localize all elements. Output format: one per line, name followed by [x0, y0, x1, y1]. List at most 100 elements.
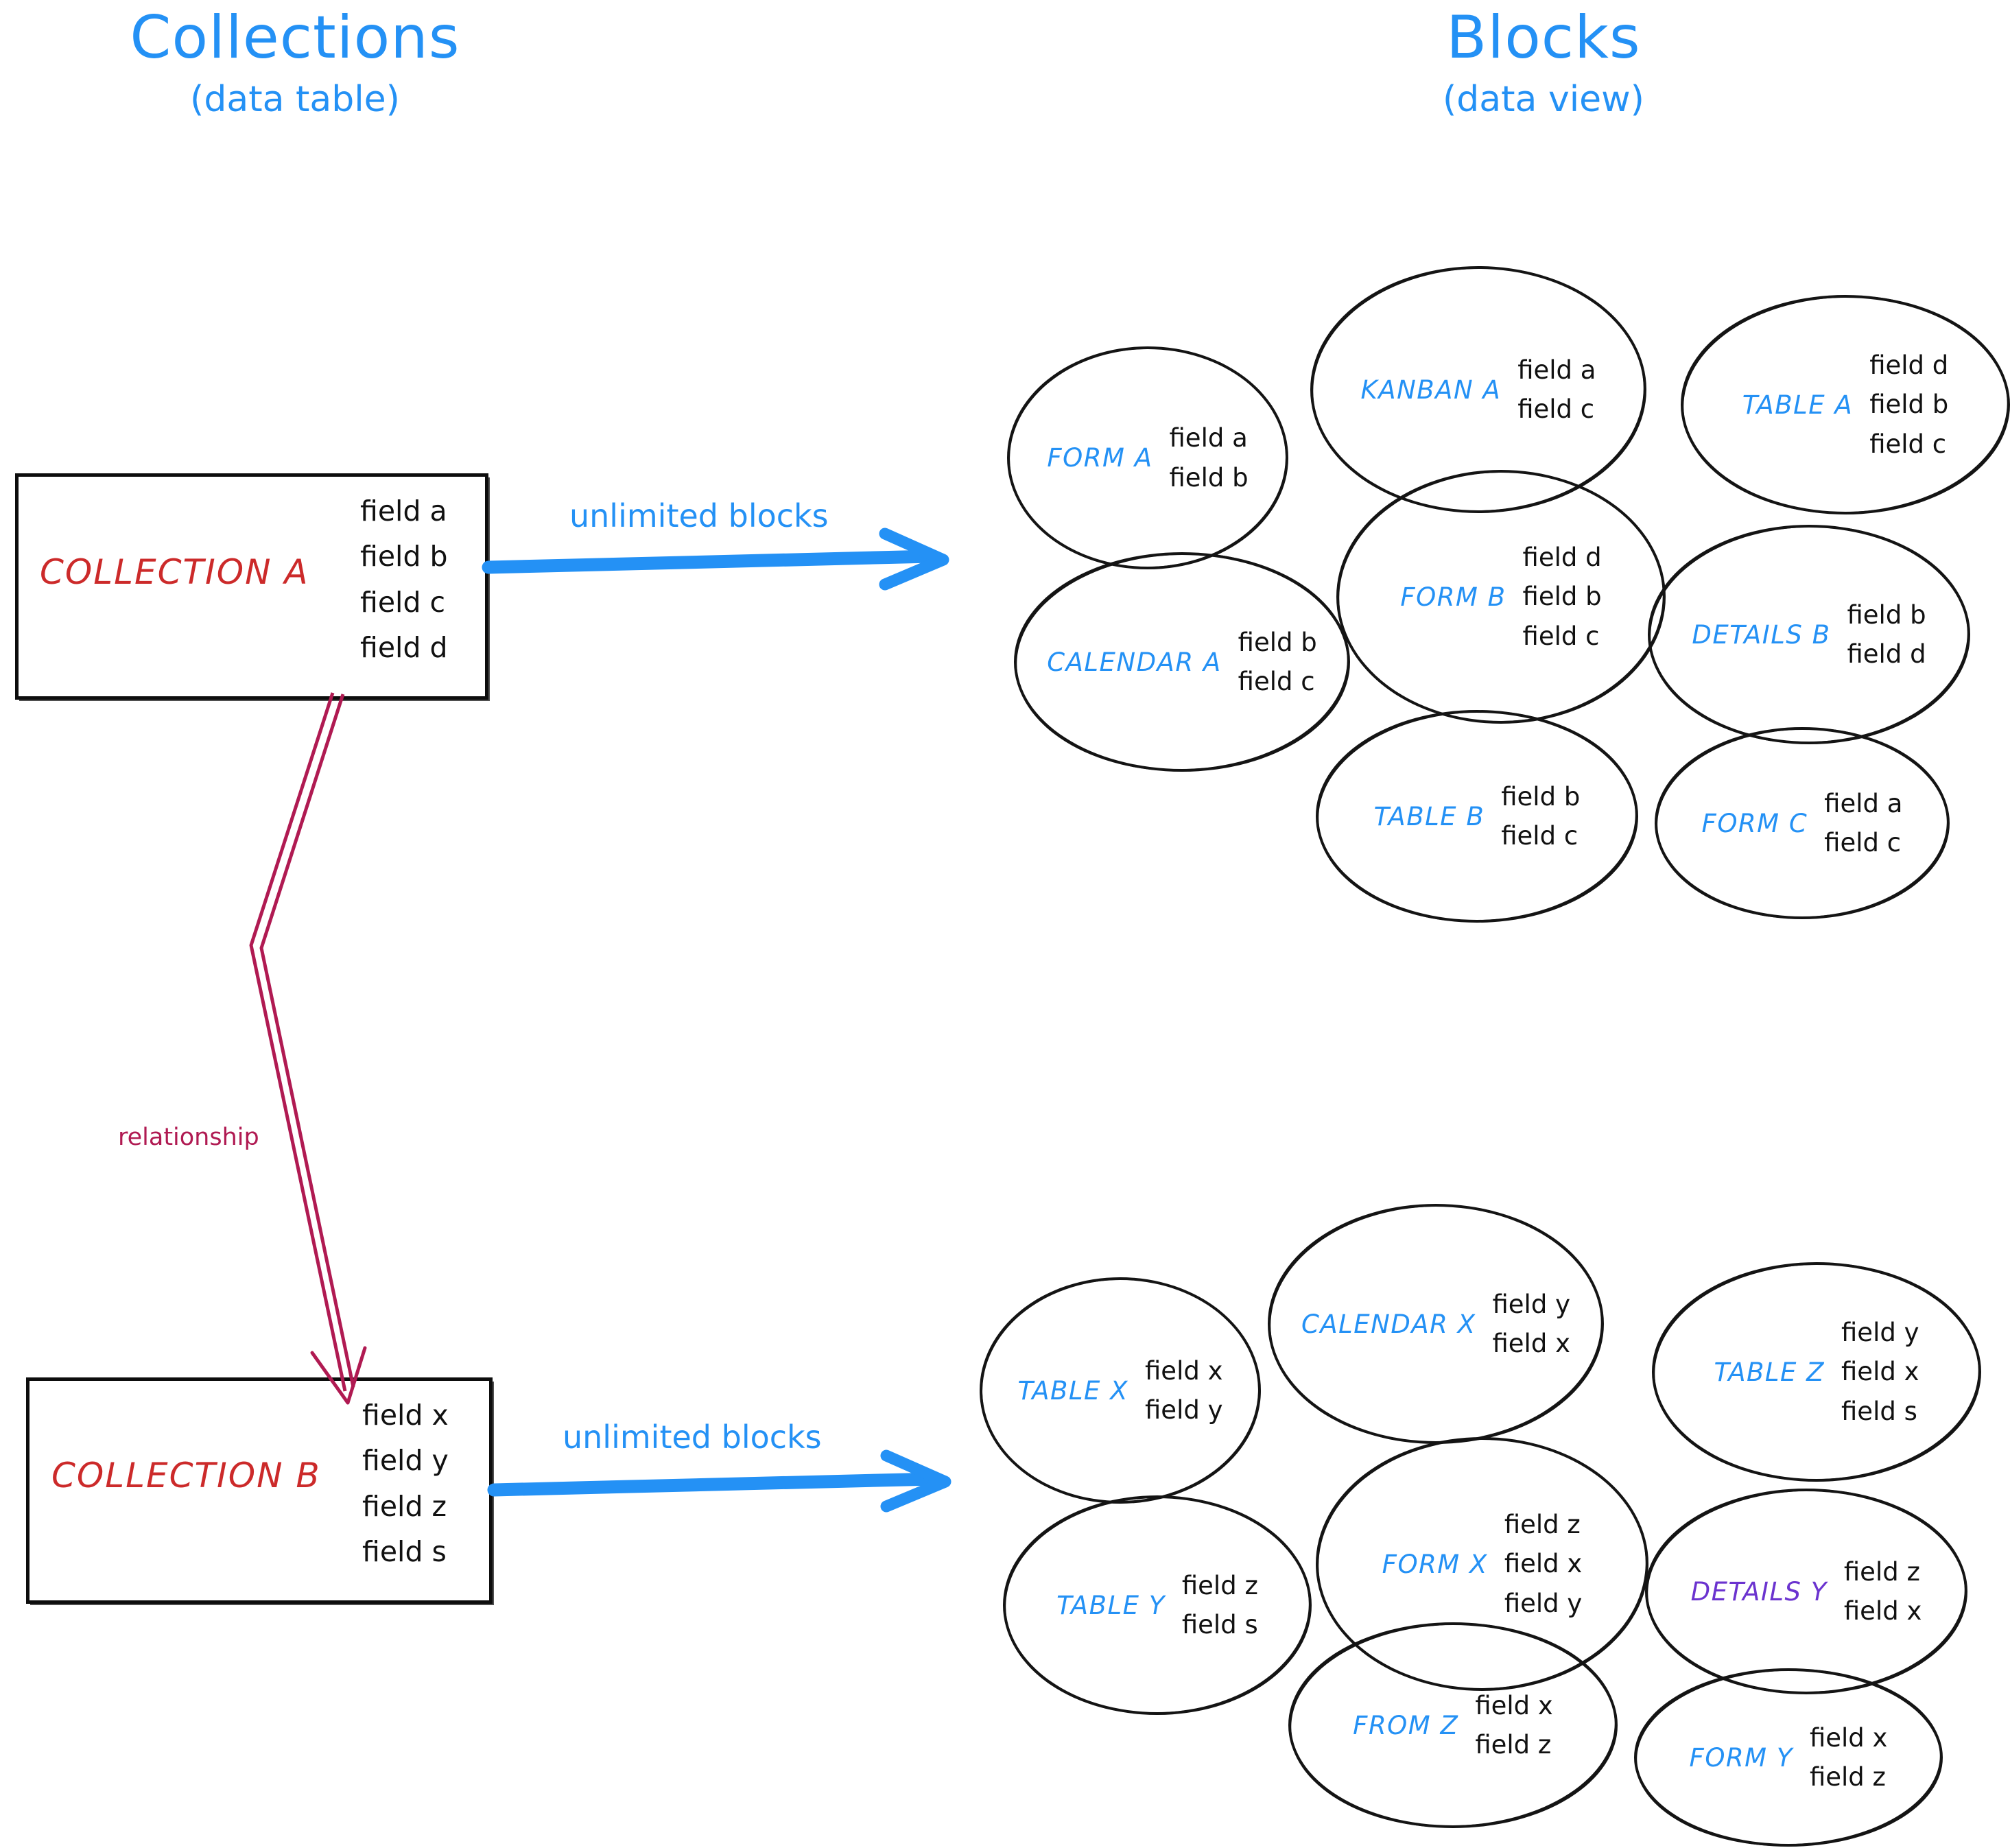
ellipse-outline — [1288, 1622, 1618, 1828]
block-label: CALENDAR A — [1047, 647, 1222, 677]
block-field: field b — [1847, 600, 1926, 630]
block-field: field x — [1475, 1690, 1553, 1720]
collection-a-box[interactable] — [15, 473, 488, 700]
collection-a-field: field b — [360, 540, 448, 573]
block-table-z[interactable]: TABLE Z field y field x field s — [1650, 1259, 1983, 1485]
block-field: field y — [1504, 1588, 1583, 1618]
block-fields: field d field b field c — [1869, 346, 1948, 464]
block-field: field x — [1504, 1549, 1583, 1579]
block-field: field b — [1869, 390, 1949, 420]
block-label: DETAILS Y — [1690, 1576, 1828, 1607]
block-field: field z — [1504, 1509, 1581, 1539]
block-field: field s — [1181, 1610, 1258, 1639]
block-fields: field d field b field c — [1523, 538, 1602, 656]
blocks-heading: Blocks (data view) — [1303, 7, 1784, 119]
unlimited-blocks-label-top: unlimited blocks — [569, 497, 829, 534]
block-field: field c — [1522, 621, 1600, 651]
block-field: field s — [1841, 1396, 1917, 1426]
block-from-z[interactable]: FROM Z field x field z — [1287, 1619, 1619, 1832]
block-label: DETAILS B — [1692, 619, 1831, 650]
collection-a-name: COLLECTION A — [40, 552, 309, 592]
block-label: FORM A — [1047, 443, 1153, 473]
block-fields: field a field b — [1170, 418, 1249, 497]
block-label: FORM Y — [1689, 1742, 1793, 1773]
block-fields: field z field x field y — [1504, 1505, 1583, 1623]
block-fields: field x field z — [1810, 1718, 1888, 1797]
collection-b-field-list: field x field y field z field s — [362, 1393, 449, 1575]
collection-b-field: field x — [362, 1399, 449, 1432]
block-table-x[interactable]: TABLE X field x field y — [978, 1275, 1263, 1506]
block-field: field d — [1522, 542, 1602, 572]
block-field: field a — [1824, 788, 1903, 818]
collection-a-field: field c — [360, 585, 446, 619]
block-fields: field y field x field s — [1841, 1313, 1919, 1431]
block-form-y[interactable]: FORM Y field x field z — [1633, 1665, 1944, 1848]
block-label: TABLE Z — [1714, 1357, 1825, 1387]
relationship-label: relationship — [118, 1124, 259, 1151]
block-label: FROM Z — [1353, 1710, 1459, 1740]
block-table-y[interactable]: TABLE Y field z field s — [1001, 1493, 1314, 1718]
block-field: field x — [1145, 1355, 1223, 1386]
block-calendar-a[interactable]: CALENDAR A field b field c — [1012, 549, 1352, 775]
blocks-heading-subtitle: (data view) — [1443, 79, 1644, 121]
block-field: field z — [1475, 1730, 1552, 1760]
collections-heading-subtitle: (data table) — [190, 79, 400, 121]
block-fields: field b field c — [1238, 623, 1317, 702]
ellipse-outline — [1316, 710, 1638, 923]
block-calendar-x[interactable]: CALENDAR X field y field x — [1266, 1200, 1606, 1447]
collection-b-field: field z — [362, 1489, 447, 1523]
block-field: field c — [1501, 821, 1579, 851]
block-field: field c — [1238, 667, 1315, 696]
block-field: field d — [1869, 350, 1949, 380]
ellipse-outline — [1655, 727, 1950, 919]
block-field: field y — [1145, 1395, 1223, 1425]
block-label: FORM X — [1382, 1549, 1488, 1579]
collections-heading: Collections (data table) — [55, 7, 535, 119]
block-fields: field b field d — [1847, 595, 1926, 674]
block-label: FORM C — [1701, 808, 1808, 838]
block-details-b[interactable]: DETAILS B field b field d — [1646, 521, 1972, 748]
collection-a-field: field a — [360, 495, 447, 528]
block-form-a[interactable]: FORM A field a field b — [1005, 344, 1290, 572]
block-form-b[interactable]: FORM B field d field b field c — [1334, 466, 1668, 727]
collection-b-name: COLLECTION B — [51, 1456, 321, 1495]
block-label: FORM B — [1400, 582, 1506, 612]
block-field: field c — [1824, 828, 1902, 857]
block-field: field z — [1843, 1556, 1920, 1587]
ellipse-outline — [1014, 552, 1350, 772]
block-details-y[interactable]: DETAILS Y field z field x — [1644, 1485, 1969, 1698]
block-fields: field z field x — [1844, 1552, 1922, 1631]
block-fields: field y field x — [1492, 1285, 1570, 1364]
ellipse-outline — [1634, 1668, 1943, 1847]
block-field: field x — [1492, 1329, 1570, 1358]
block-table-a[interactable]: TABLE A field d field b field c — [1679, 292, 2010, 518]
block-field: field b — [1169, 462, 1249, 493]
block-field: field b — [1522, 582, 1602, 612]
ellipse-outline — [1003, 1495, 1312, 1715]
block-field: field x — [1841, 1357, 1919, 1387]
block-field: field a — [1169, 423, 1248, 453]
relationship-connector — [249, 692, 367, 1405]
block-field: field z — [1181, 1570, 1258, 1600]
collection-a-field-list: field a field b field c field d — [360, 488, 448, 671]
block-field: field b — [1238, 627, 1317, 657]
block-label: KANBAN A — [1360, 375, 1502, 405]
block-label: TABLE B — [1373, 801, 1485, 831]
unlimited-blocks-label-bottom: unlimited blocks — [563, 1419, 822, 1456]
unlimited-blocks-arrow-top — [482, 528, 949, 591]
block-label: CALENDAR X — [1301, 1309, 1476, 1339]
block-field: field x — [1843, 1596, 1922, 1626]
block-field: field d — [1847, 639, 1926, 669]
block-fields: field z field s — [1182, 1566, 1258, 1645]
block-field: field a — [1517, 355, 1596, 385]
block-fields: field x field z — [1475, 1686, 1553, 1765]
block-fields: field a field c — [1824, 784, 1902, 863]
block-table-b[interactable]: TABLE B field b field c — [1314, 707, 1640, 926]
block-form-c[interactable]: FORM C field a field c — [1653, 724, 1951, 922]
block-field: field x — [1809, 1722, 1888, 1753]
block-field: field y — [1492, 1289, 1570, 1319]
collection-b-field: field s — [362, 1535, 447, 1569]
block-fields: field a field c — [1517, 351, 1596, 429]
block-fields: field x field y — [1145, 1351, 1223, 1430]
